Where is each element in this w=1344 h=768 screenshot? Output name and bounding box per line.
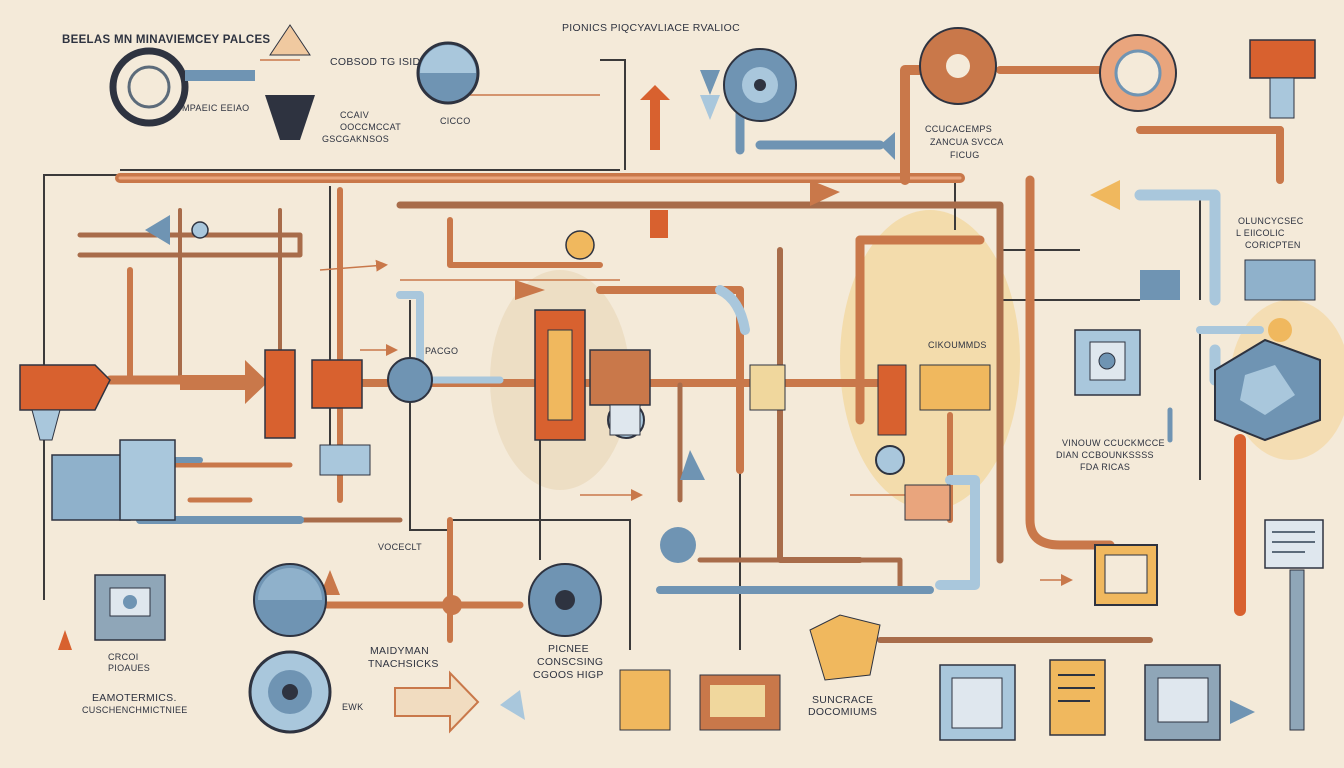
note-line1: VINOUW CCUCKMCCE (1062, 438, 1165, 448)
blue-pipes (136, 105, 1264, 594)
right-label-line2: ZANCUA SVCCA (930, 137, 1004, 147)
flow-arrows (58, 85, 1255, 734)
side-label-line3: CORICPTEN (1245, 240, 1301, 250)
equipment-blocks (19, 24, 1324, 741)
bottom-left2-line1: EAMOTERMICS. (92, 692, 177, 704)
signal-lines (260, 59, 1073, 586)
right-label-line3: FICUG (950, 150, 980, 160)
bottom-center-line2: TNACHSICKS (368, 658, 439, 670)
block-label-line2: OOCCMCCAT (340, 122, 402, 132)
bottom-left-line1: CRCOI (108, 652, 139, 662)
mid-tag: PACGO (425, 346, 459, 356)
code-label: COBSOD TG ISID (330, 56, 421, 68)
block-label-line3: GSCGAKNSOS (322, 134, 390, 144)
bottom-tag: EWK (342, 702, 364, 712)
small-tag: CICCO (440, 116, 471, 126)
bottom-right-line2: DOCOMIUMS (808, 706, 878, 718)
block-label-line1: CCAIV (340, 110, 370, 120)
banner-label: PIONICS PIQCYAVLIACE RVALIOC (562, 22, 741, 34)
note-line2: DIAN CCBOUNKSSSS (1056, 450, 1154, 460)
bottom-left-line2: PIOAUES (108, 663, 151, 673)
subtitle-label: MPAEIC EEIAO (182, 103, 250, 113)
side-label-line1: OLUNCYCSEC (1238, 216, 1304, 226)
bottom-center2-line2: CONSCSING (537, 656, 604, 668)
bottom-center2-line1: PICNEE (548, 643, 589, 655)
right-label-line1: CCUCACEMPS (925, 124, 993, 134)
bottom-left2-line2: CUSCHENCHMICTNIEE (82, 705, 188, 715)
bottom-center2-line3: CGOOS HIGP (533, 669, 604, 681)
bottom-center-line1: MAIDYMAN (370, 645, 429, 657)
note-line3: FDA RICAS (1080, 462, 1131, 472)
mid-right-tag: CIKOUMMDS (928, 340, 987, 350)
bottom-right-line1: SUNCRACE (812, 694, 874, 706)
circular-components (109, 27, 1292, 734)
side-label-line2: L EIICOLIC (1236, 228, 1285, 238)
title-label: BEELAS MN MINAVIEMCEY PALCES (62, 34, 271, 46)
lower-mid-tag: VOCECLT (378, 542, 422, 552)
